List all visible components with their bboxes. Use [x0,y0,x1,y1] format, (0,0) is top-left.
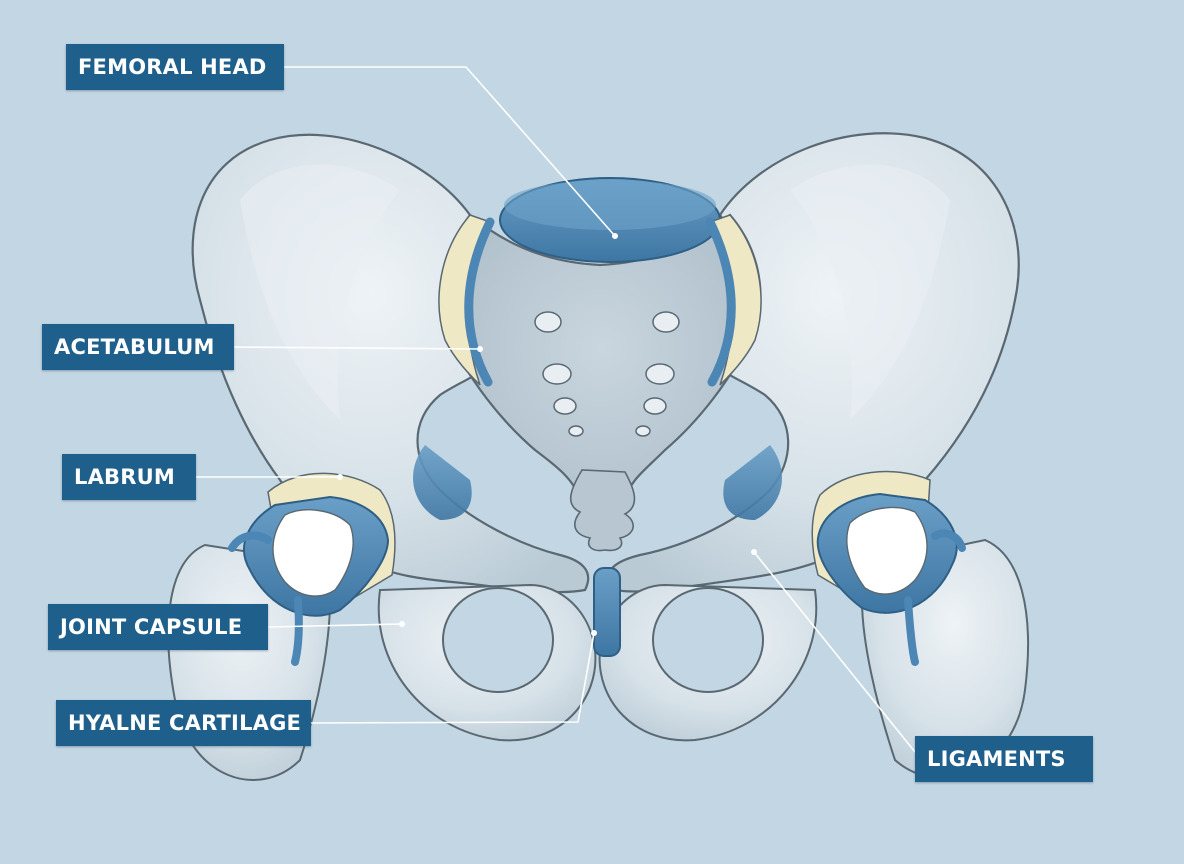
right-femoral-head-hyaline [846,506,928,595]
left-femoral-head-hyaline [272,509,354,597]
coccyx [570,469,636,552]
label-femoral-head: FEMORAL HEAD [66,44,284,90]
label-acetabulum: ACETABULUM [42,324,234,370]
right-ligament-membrane [723,445,782,520]
left-si-blue [464,217,495,387]
leader-acetabulum [233,346,481,350]
left-ligament-membrane [413,445,472,520]
label-hyaline-cartilage: HYALNE CARTILAGE [56,700,311,746]
right-hip-joint [811,470,966,666]
left-hip-joint [228,472,396,666]
leader-joint-capsule [267,623,403,628]
leader-lines [196,66,916,753]
label-ligaments: LIGAMENTS [915,736,1093,782]
sacral-foramina [534,311,680,437]
right-obturator-foramen [652,587,764,693]
left-obturator-foramen [442,587,554,693]
label-labrum: LABRUM [62,454,196,500]
leader-ligaments [753,551,916,753]
right-si-blue [705,217,736,387]
pubic-symphysis [593,567,621,657]
leader-dots [337,233,757,636]
leader-femoral-head [284,66,616,237]
leader-hyaline-cartilage [310,632,595,724]
label-joint-capsule: JOINT CAPSULE [48,604,268,650]
